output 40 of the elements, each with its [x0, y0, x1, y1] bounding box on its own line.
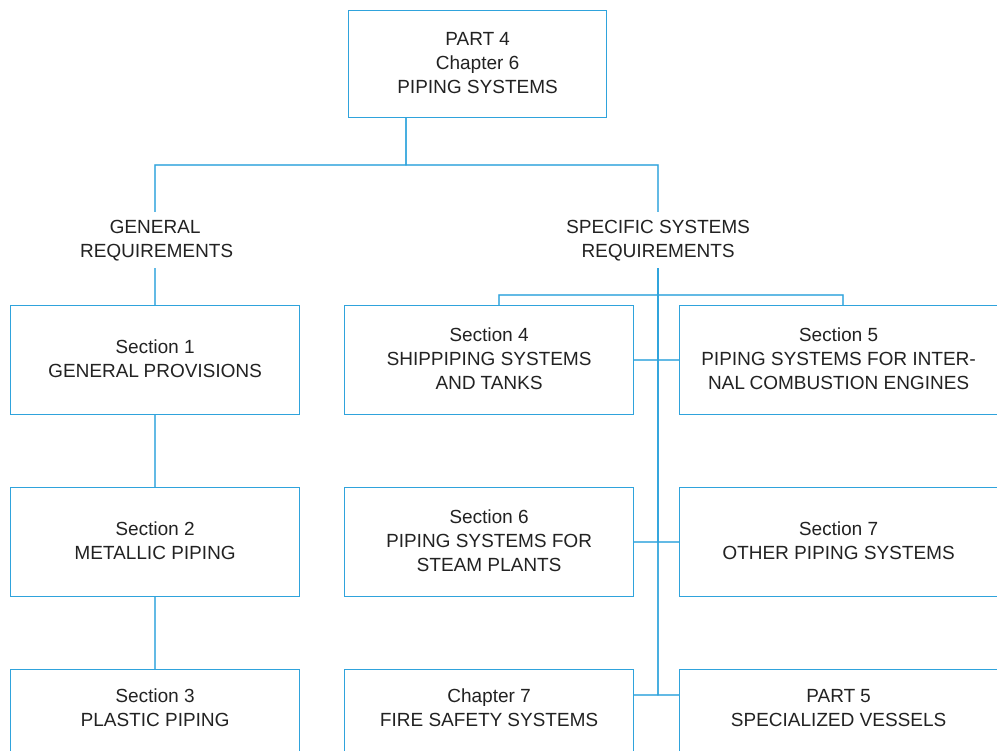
section-box [10, 305, 300, 415]
section-box [348, 10, 607, 118]
section-title: Section 5 [798, 324, 878, 348]
section-title: Section 4 [449, 324, 529, 348]
section-box [679, 669, 997, 751]
connector-line [658, 294, 844, 305]
section-box [679, 305, 997, 415]
section-title: PART 5 [806, 685, 871, 709]
section-title: OTHER PIPING SYSTEMS [722, 542, 955, 566]
section-title: PIPING SYSTEMS FOR INTER- NAL COMBUSTION ENGINES [700, 348, 977, 396]
section-title: SPECIALIZED VESSELS [730, 709, 946, 733]
section-title: GENERAL PROVISIONS [48, 360, 262, 384]
section-box [344, 305, 634, 415]
section-title: FIRE SAFETY SYSTEMS [380, 709, 598, 733]
connector-line [405, 118, 659, 212]
section-title: Chapter 6 [436, 52, 520, 76]
section-title: Section 3 [115, 685, 195, 709]
section-title: Section 2 [115, 518, 195, 542]
category-heading: GENERAL REQUIREMENTS [80, 216, 230, 264]
section-box [10, 669, 300, 751]
section-title: Chapter 7 [447, 685, 531, 709]
connector-line [154, 268, 156, 305]
section-box [679, 487, 997, 597]
section-box [344, 487, 634, 597]
category-heading: SPECIFIC SYSTEMS REQUIREMENTS [565, 216, 751, 264]
section-title: METALLIC PIPING [74, 542, 236, 566]
section-title: Section 7 [798, 518, 878, 542]
connector-line [498, 294, 658, 305]
section-box [10, 487, 300, 597]
connector-line [154, 415, 156, 487]
section-title: PLASTIC PIPING [80, 709, 230, 733]
section-title: SHIPPIPING SYSTEMS AND TANKS [386, 348, 592, 396]
section-title: PART 4 [445, 28, 510, 52]
section-title: Section 1 [115, 336, 195, 360]
connector-line [657, 268, 679, 696]
section-title: PIPING SYSTEMS [397, 76, 558, 100]
section-box [344, 669, 634, 751]
section-title: Section 6 [449, 506, 529, 530]
connector-line [154, 597, 156, 669]
section-title: PIPING SYSTEMS FOR STEAM PLANTS [385, 530, 593, 578]
